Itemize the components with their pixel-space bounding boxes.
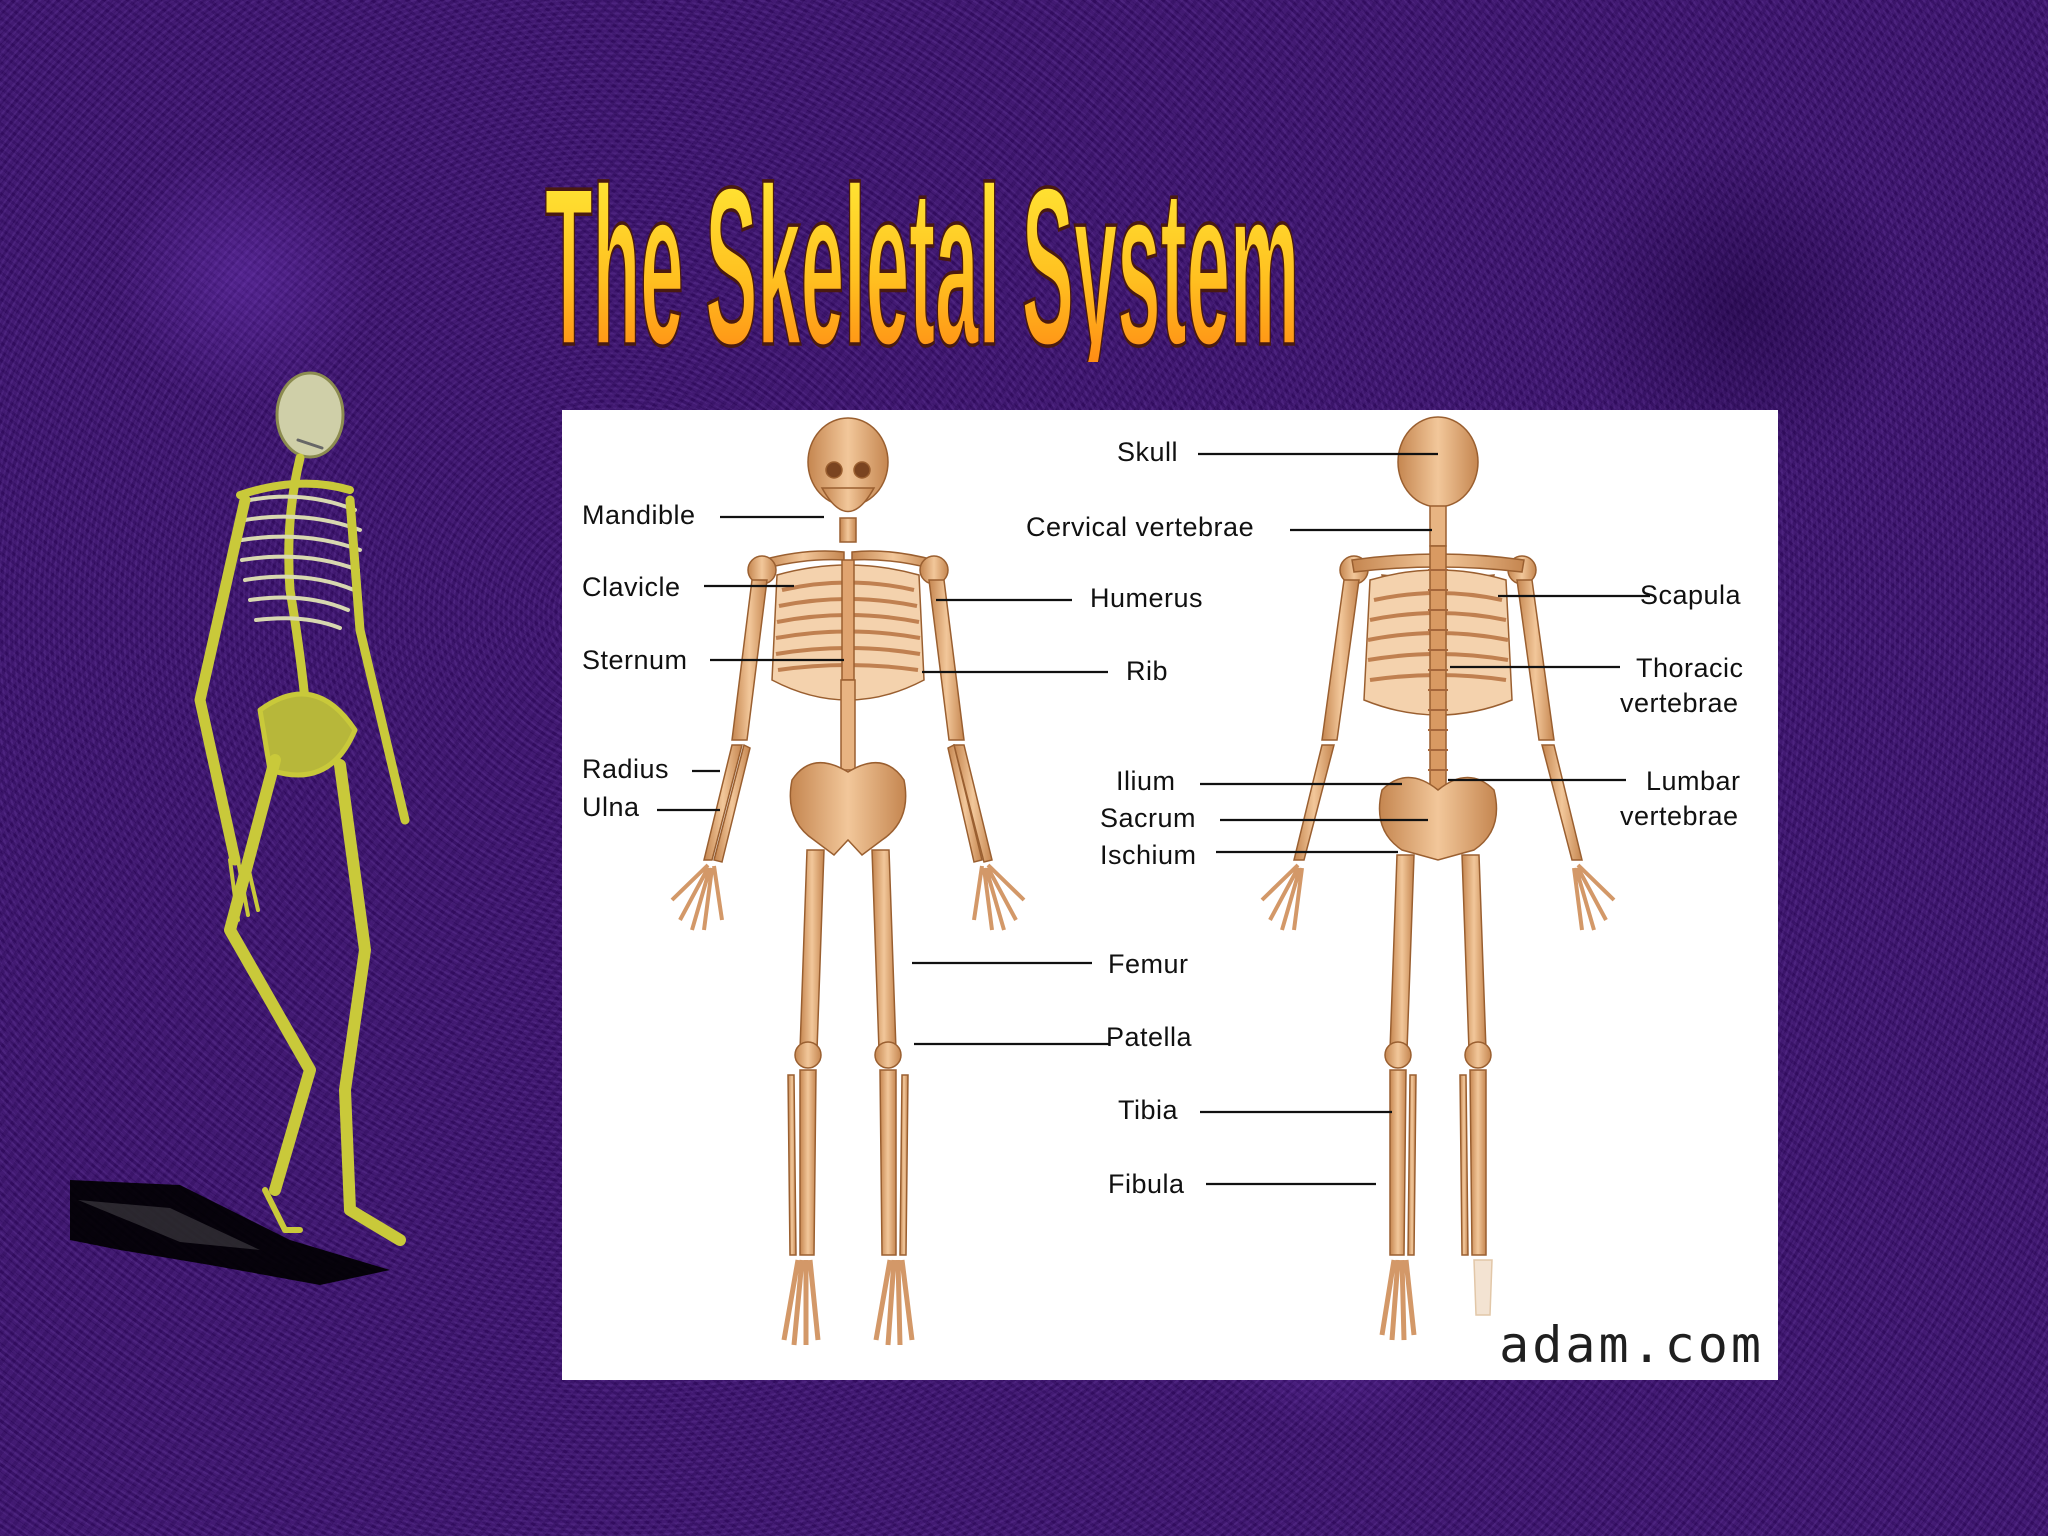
watermark-adam: adam.com: [1499, 1316, 1764, 1374]
leader-lines: [657, 452, 1650, 1186]
walking-skeleton-illustration: [70, 371, 410, 1285]
label-femur: Femur: [1108, 949, 1189, 979]
label-ulna: Ulna: [582, 792, 640, 822]
label-scapula: Scapula: [1640, 580, 1742, 610]
label-sacrum: Sacrum: [1100, 803, 1197, 833]
label-humerus: Humerus: [1090, 583, 1204, 613]
label-cervical-vertebrae: Cervical vertebrae: [1026, 512, 1255, 542]
label-patella: Patella: [1106, 1022, 1193, 1052]
label-lumbar-vertebrae-line1: Lumbar: [1646, 766, 1741, 796]
label-thoracic-vertebrae-line2: vertebrae: [1620, 688, 1739, 718]
skull-shape: [275, 371, 345, 459]
slide-title-text: The Skeletal System: [545, 141, 1299, 362]
label-thoracic-vertebrae-line1: Thoracic: [1636, 653, 1744, 683]
label-lumbar-vertebrae-line2: vertebrae: [1620, 801, 1739, 831]
skeleton-diagram-art: [657, 416, 1650, 1346]
label-ilium: Ilium: [1116, 766, 1176, 796]
label-radius: Radius: [582, 754, 670, 784]
skeleton-diagram: Mandible Clavicle Sternum Radius Ulna Sk…: [562, 410, 1778, 1380]
slide-title: The Skeletal System: [545, 140, 1300, 362]
label-clavicle: Clavicle: [582, 572, 681, 602]
label-ischium: Ischium: [1100, 840, 1197, 870]
label-rib: Rib: [1126, 656, 1169, 686]
front-skeleton: [670, 417, 1026, 1346]
label-skull: Skull: [1117, 437, 1179, 467]
back-skeleton: [1260, 416, 1616, 1341]
label-fibula: Fibula: [1108, 1169, 1185, 1199]
label-sternum: Sternum: [582, 645, 688, 675]
skeleton-shadow: [70, 1180, 390, 1285]
label-mandible: Mandible: [582, 500, 696, 530]
label-tibia: Tibia: [1118, 1095, 1179, 1125]
